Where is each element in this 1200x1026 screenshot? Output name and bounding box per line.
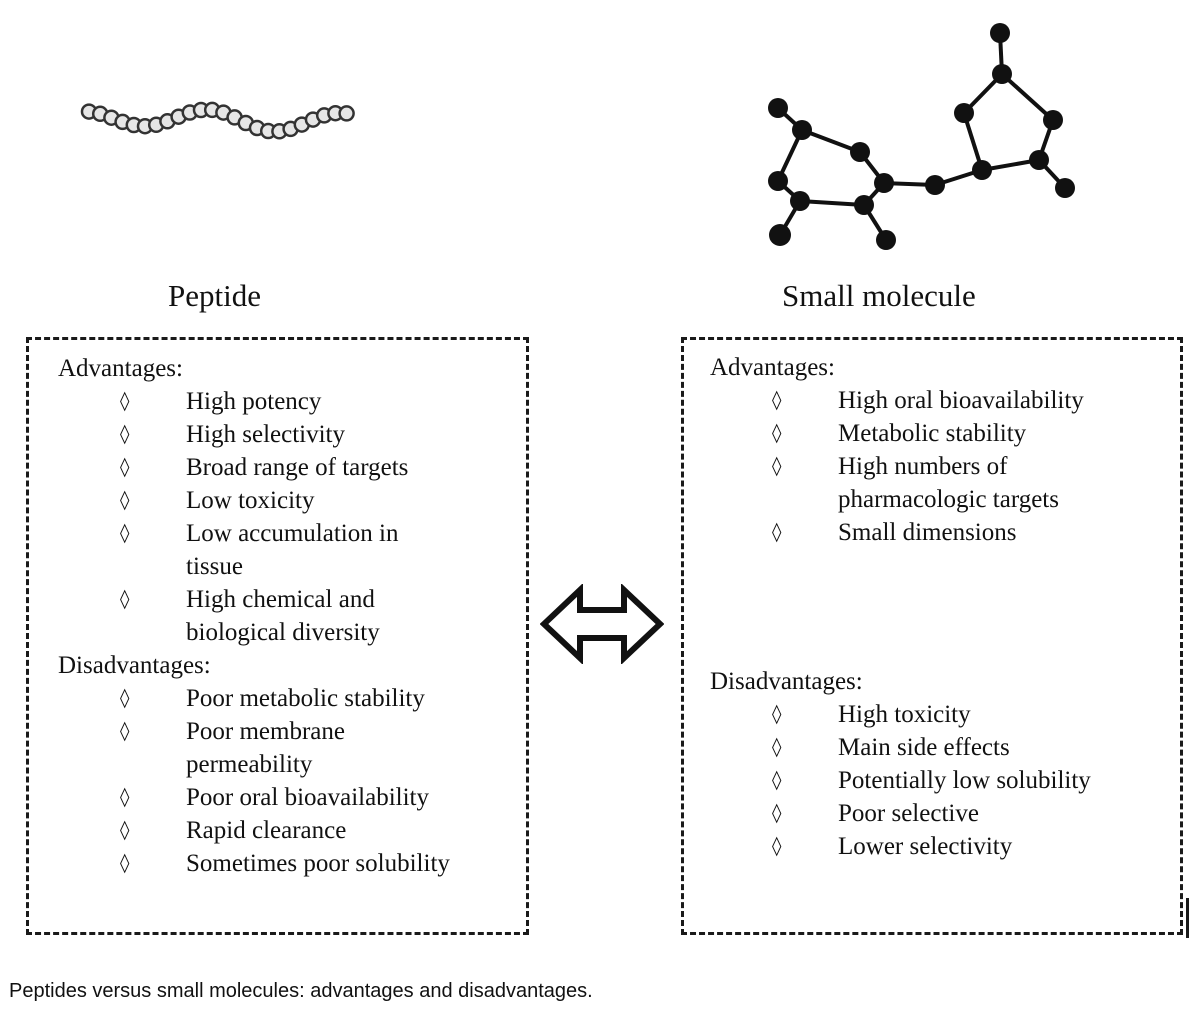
- list-item: ◊ Lower selectivity: [710, 830, 1170, 863]
- list-item: ◊ Potentially low solubility: [710, 764, 1170, 797]
- list-item-text: Potentially low solubility: [838, 767, 1091, 794]
- peptide-panel: Advantages: ◊ High potency ◊ High selectivi…: [58, 352, 518, 880]
- list-item: ◊ High potency: [58, 385, 518, 418]
- list-item: ◊ High oral bioavailability: [710, 384, 1170, 417]
- list-item-text: Poor selective: [838, 800, 979, 827]
- diamond-bullet-icon: ◊: [772, 769, 782, 791]
- peptide-advantages-label: Advantages:: [58, 355, 183, 382]
- diamond-bullet-icon: ◊: [120, 390, 130, 412]
- list-item-text: Main side effects: [838, 734, 1010, 761]
- list-item-text: High toxicity: [838, 701, 971, 728]
- list-item-text: Broad range of targets: [186, 454, 409, 481]
- list-item: ◊ Main side effects: [710, 731, 1170, 764]
- list-item-text: High chemical and: [186, 586, 375, 613]
- list-item-text: Rapid clearance: [186, 817, 347, 844]
- figure-caption: Peptides versus small molecules: advanta…: [9, 980, 593, 1002]
- diamond-bullet-icon: ◊: [120, 456, 130, 478]
- diamond-bullet-icon: ◊: [120, 588, 130, 610]
- diamond-bullet-icon: ◊: [772, 835, 782, 857]
- list-item: ◊ Low accumulation in tissue: [58, 517, 518, 583]
- list-item: ◊ Broad range of targets: [58, 451, 518, 484]
- list-item: ◊ Metabolic stability: [710, 417, 1170, 450]
- peptide-chain-icon: [80, 101, 355, 140]
- peptide-box: [26, 337, 529, 935]
- list-item: ◊ Rapid clearance: [58, 814, 518, 847]
- list-item-text: Poor membrane: [186, 718, 345, 745]
- list-item-text: biological diversity: [186, 619, 380, 646]
- list-item-text: Small dimensions: [838, 519, 1017, 546]
- diamond-bullet-icon: ◊: [772, 389, 782, 411]
- list-item: ◊ Poor membrane permeability: [58, 715, 518, 781]
- list-item-text: Poor oral bioavailability: [186, 784, 430, 811]
- list-item-text: pharmacologic targets: [838, 486, 1059, 513]
- peptide-disadvantages-label: Disadvantages:: [58, 652, 211, 679]
- peptide-bead: [338, 105, 355, 122]
- list-item: ◊ Small dimensions: [710, 516, 1170, 549]
- box-edge-mark: [1186, 898, 1189, 938]
- diamond-bullet-icon: ◊: [120, 852, 130, 874]
- list-item: ◊ High chemical and biological diversity: [58, 583, 518, 649]
- diamond-bullet-icon: ◊: [772, 455, 782, 477]
- diamond-bullet-icon: ◊: [772, 703, 782, 725]
- diamond-bullet-icon: ◊: [120, 489, 130, 511]
- small-molecule-advantages-list: ◊ High oral bioavailability ◊ Metabolic sta…: [710, 384, 1170, 549]
- list-item: ◊ Poor metabolic stability: [58, 682, 518, 715]
- list-item-text: High numbers of: [838, 453, 1008, 480]
- diamond-bullet-icon: ◊: [120, 423, 130, 445]
- small-molecule-advantages-label: Advantages:: [710, 354, 835, 381]
- peptide-advantages-list: ◊ High potency ◊ High selectivity ◊ Broad ran…: [58, 385, 518, 649]
- peptide-disadvantages-list: ◊ Poor metabolic stability ◊ Poor membrane p…: [58, 682, 518, 880]
- list-item: ◊ Poor oral bioavailability: [58, 781, 518, 814]
- diamond-bullet-icon: ◊: [120, 786, 130, 808]
- list-item-text: Poor metabolic stability: [186, 685, 425, 712]
- list-item: ◊ High selectivity: [58, 418, 518, 451]
- peptide-title: Peptide: [168, 278, 261, 313]
- list-item-text: Low accumulation in: [186, 520, 399, 547]
- diamond-bullet-icon: ◊: [772, 422, 782, 444]
- list-item-text: High potency: [186, 388, 322, 415]
- diamond-bullet-icon: ◊: [120, 687, 130, 709]
- list-item-text: tissue: [186, 553, 243, 580]
- double-headed-arrow-icon: [540, 584, 664, 664]
- list-item: ◊ High toxicity: [710, 698, 1170, 731]
- list-item: ◊ Sometimes poor solubility: [58, 847, 518, 880]
- diamond-bullet-icon: ◊: [120, 522, 130, 544]
- diamond-bullet-icon: ◊: [772, 521, 782, 543]
- small-molecule-disadvantages-label: Disadvantages:: [710, 668, 863, 695]
- molecule-structure-icon: [768, 23, 1075, 250]
- list-item: ◊ Poor selective: [710, 797, 1170, 830]
- small-molecule-box: [681, 337, 1183, 935]
- diamond-bullet-icon: ◊: [120, 819, 130, 841]
- list-item: ◊ High numbers of pharmacologic targets: [710, 450, 1170, 516]
- diamond-bullet-icon: ◊: [772, 802, 782, 824]
- list-item: ◊ Low toxicity: [58, 484, 518, 517]
- small-molecule-disadvantages-list: ◊ High toxicity ◊ Main side effects ◊ Potenti…: [710, 698, 1170, 863]
- list-item-text: Metabolic stability: [838, 420, 1027, 447]
- small-molecule-panel: Advantages: ◊ High oral bioavailability ◊ M…: [710, 351, 1170, 863]
- diamond-bullet-icon: ◊: [120, 720, 130, 742]
- diamond-bullet-icon: ◊: [772, 736, 782, 758]
- list-item-text: Sometimes poor solubility: [186, 850, 450, 877]
- list-item-text: Lower selectivity: [838, 833, 1013, 860]
- list-item-text: Low toxicity: [186, 487, 315, 514]
- small-molecule-title: Small molecule: [782, 278, 976, 313]
- list-item-text: High oral bioavailability: [838, 387, 1084, 414]
- list-item-text: High selectivity: [186, 421, 345, 448]
- list-item-text: permeability: [186, 751, 313, 778]
